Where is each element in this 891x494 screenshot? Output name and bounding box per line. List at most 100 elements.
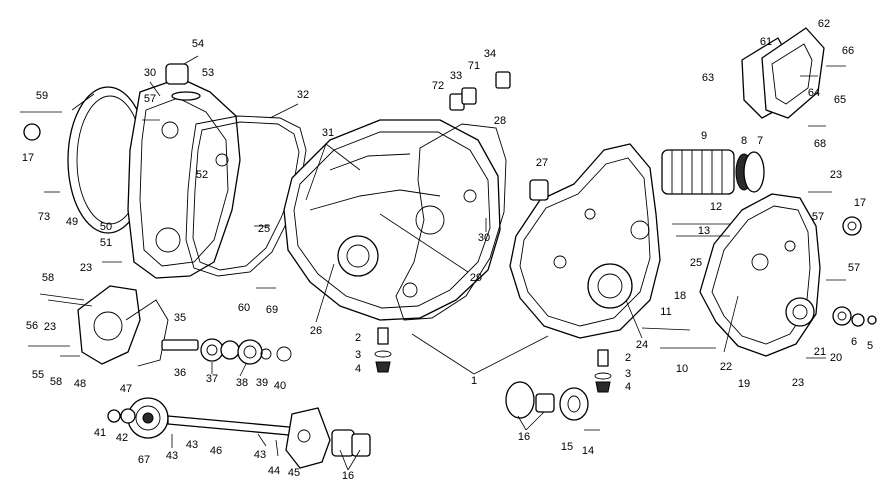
- part-number-label: 54: [192, 38, 204, 50]
- part-number-label: 17: [854, 197, 866, 209]
- part-number-label: 19: [738, 378, 750, 390]
- part-number-label: 47: [120, 383, 132, 395]
- part-number-label: 39: [256, 377, 268, 389]
- part-number-label: 13: [698, 225, 710, 237]
- part-number-label: 45: [288, 467, 300, 479]
- part-number-label: 43: [186, 439, 198, 451]
- part-number-label: 65: [834, 94, 846, 106]
- part-number-label: 51: [100, 237, 112, 249]
- part-number-label: 6: [851, 336, 857, 348]
- part-number-label: 30: [144, 67, 156, 79]
- part-number-label: 20: [830, 352, 842, 364]
- part-number-label: 60: [238, 302, 250, 314]
- part-number-label: 11: [660, 306, 671, 318]
- part-number-label: 29: [470, 272, 482, 284]
- leader-lines: [71, 55, 739, 471]
- part-number-label: 57: [848, 262, 860, 274]
- part-number-label: 40: [274, 380, 286, 392]
- small-hardware: [23, 63, 877, 393]
- part-number-label: 23: [80, 262, 92, 274]
- part-number-label: 55: [32, 369, 44, 381]
- part-number-label: 63: [702, 72, 714, 84]
- part-number-label: 24: [636, 339, 648, 351]
- part-number-label: 5: [867, 340, 873, 352]
- part-number-label: 17: [22, 152, 34, 164]
- top-right-covers: [741, 27, 825, 119]
- part-number-label: 48: [74, 378, 86, 390]
- part-number-label: 30: [478, 232, 490, 244]
- part-number-label: 43: [254, 449, 266, 461]
- part-number-label: 25: [258, 223, 270, 235]
- part-number-label: 8: [741, 135, 747, 147]
- part-number-label: 16: [518, 431, 530, 443]
- part-number-label: 57: [144, 93, 156, 105]
- part-number-label: 27: [536, 157, 548, 169]
- part-number-label: 36: [174, 367, 186, 379]
- part-number-label: 42: [116, 432, 128, 444]
- part-number-label: 35: [174, 312, 186, 324]
- crankcase-right: [509, 143, 661, 339]
- part-number-label: 64: [808, 87, 820, 99]
- part-number-label: 32: [297, 89, 309, 101]
- part-number-label: 56: [26, 320, 38, 332]
- part-number-label: 4: [625, 381, 631, 393]
- bottom-center-parts: [505, 381, 589, 421]
- part-number-label: 10: [676, 363, 688, 375]
- part-number-label: 23: [44, 321, 56, 333]
- part-number-label: 43: [166, 450, 178, 462]
- part-number-label: 58: [42, 272, 54, 284]
- shaft-assembly: [107, 397, 371, 469]
- part-number-label: 73: [38, 211, 50, 223]
- part-number-label: 68: [814, 138, 826, 150]
- part-number-label: 53: [202, 67, 214, 79]
- part-number-label: 12: [710, 201, 722, 213]
- part-number-label: 23: [830, 169, 842, 181]
- part-number-label: 18: [674, 290, 686, 302]
- part-number-label: 37: [206, 373, 218, 385]
- part-number-label: 26: [310, 325, 322, 337]
- part-number-label: 71: [468, 60, 480, 72]
- part-number-label: 67: [138, 454, 150, 466]
- part-number-label: 3: [355, 349, 361, 361]
- bolts: [20, 65, 846, 457]
- part-number-label: 14: [582, 445, 594, 457]
- part-number-label: 2: [355, 332, 361, 344]
- part-number-label: 41: [94, 427, 106, 439]
- crankcase-gasket-28: [395, 123, 507, 321]
- part-number-label: 57: [812, 211, 824, 223]
- part-number-label: 23: [792, 377, 804, 389]
- part-number-label: 21: [814, 346, 826, 358]
- part-number-label: 31: [322, 127, 334, 139]
- part-number-label: 3: [625, 368, 631, 380]
- part-number-label: 66: [842, 45, 854, 57]
- part-number-label: 28: [494, 115, 506, 127]
- part-number-label: 4: [355, 363, 361, 375]
- part-number-label: 46: [210, 445, 222, 457]
- part-number-label: 16: [342, 470, 354, 482]
- part-number-label: 61: [760, 36, 772, 48]
- part-number-label: 33: [450, 70, 462, 82]
- part-number-label: 2: [625, 352, 631, 364]
- part-number-label: 7: [757, 135, 763, 147]
- cover-gasket-32: [185, 115, 307, 277]
- part-number-label: 9: [701, 130, 707, 142]
- part-number-label: 22: [720, 361, 732, 373]
- part-number-label: 38: [236, 377, 248, 389]
- ignition-cover: [67, 77, 241, 279]
- crankcase-left: [283, 119, 501, 321]
- part-number-label: 58: [50, 376, 62, 388]
- part-number-label: 34: [484, 48, 496, 60]
- part-number-label: 52: [196, 169, 208, 181]
- part-number-label: 59: [36, 90, 48, 102]
- part-number-label: 15: [561, 441, 573, 453]
- part-number-labels: 1 2 2 3 3 4 4 5 6 7 8 9 10 11 12 13 14 1…: [22, 18, 873, 482]
- part-number-label: 62: [818, 18, 830, 30]
- part-number-label: 69: [266, 304, 278, 316]
- part-number-label: 1: [471, 375, 477, 387]
- clutch-cover: [699, 193, 821, 357]
- part-number-label: 44: [268, 465, 280, 477]
- water-pump: [77, 285, 292, 367]
- part-number-label: 50: [100, 221, 112, 233]
